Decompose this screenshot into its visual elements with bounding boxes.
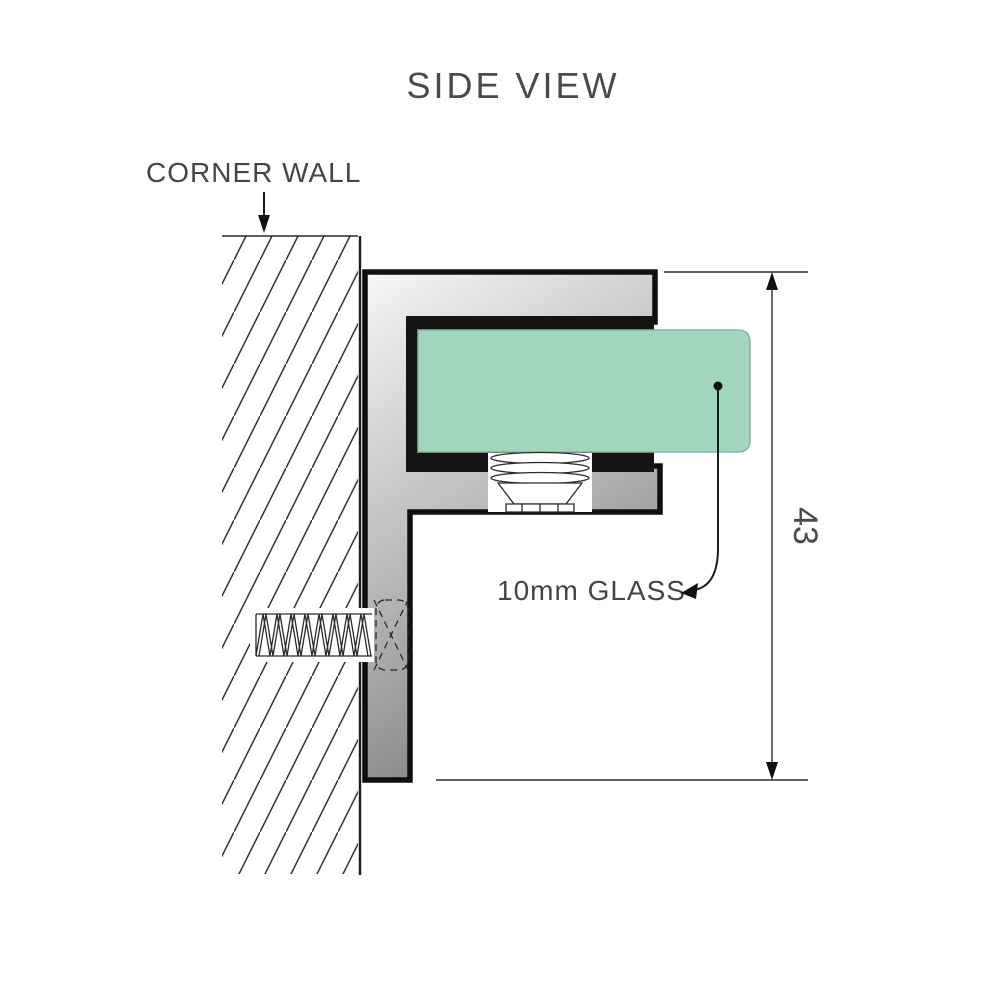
dimension-43: 43 xyxy=(436,271,824,781)
corner-wall-arrow-head xyxy=(258,215,270,233)
dimension-arrow-bottom xyxy=(766,762,778,780)
screw-thread-zigzag-1 xyxy=(255,613,369,657)
leader-line xyxy=(693,386,719,591)
dimension-value: 43 xyxy=(786,507,824,545)
screw-recess-hidden-detail xyxy=(373,599,409,671)
corner-wall-callout: CORNER WALL xyxy=(146,157,361,233)
glass-panel xyxy=(417,329,751,453)
wall-hatching xyxy=(222,236,358,874)
screw-recess-outline xyxy=(375,599,409,671)
page-title: SIDE VIEW xyxy=(406,65,619,106)
grub-screw-thread-3 xyxy=(490,471,590,485)
leader-arrow-head xyxy=(681,583,698,599)
glass-callout: 10mm GLASS xyxy=(497,381,723,606)
mounting-screw xyxy=(250,608,374,662)
grub-screw xyxy=(488,451,592,513)
corner-wall-section xyxy=(222,235,362,875)
clamp-bracket-profile xyxy=(362,269,663,783)
glass-label: 10mm GLASS xyxy=(497,575,686,606)
corner-wall-label: CORNER WALL xyxy=(146,157,361,188)
screw-recess-diagonal-2 xyxy=(373,599,409,671)
dimension-arrow-top xyxy=(766,272,778,290)
screw-thread-zigzag-2 xyxy=(258,613,372,657)
